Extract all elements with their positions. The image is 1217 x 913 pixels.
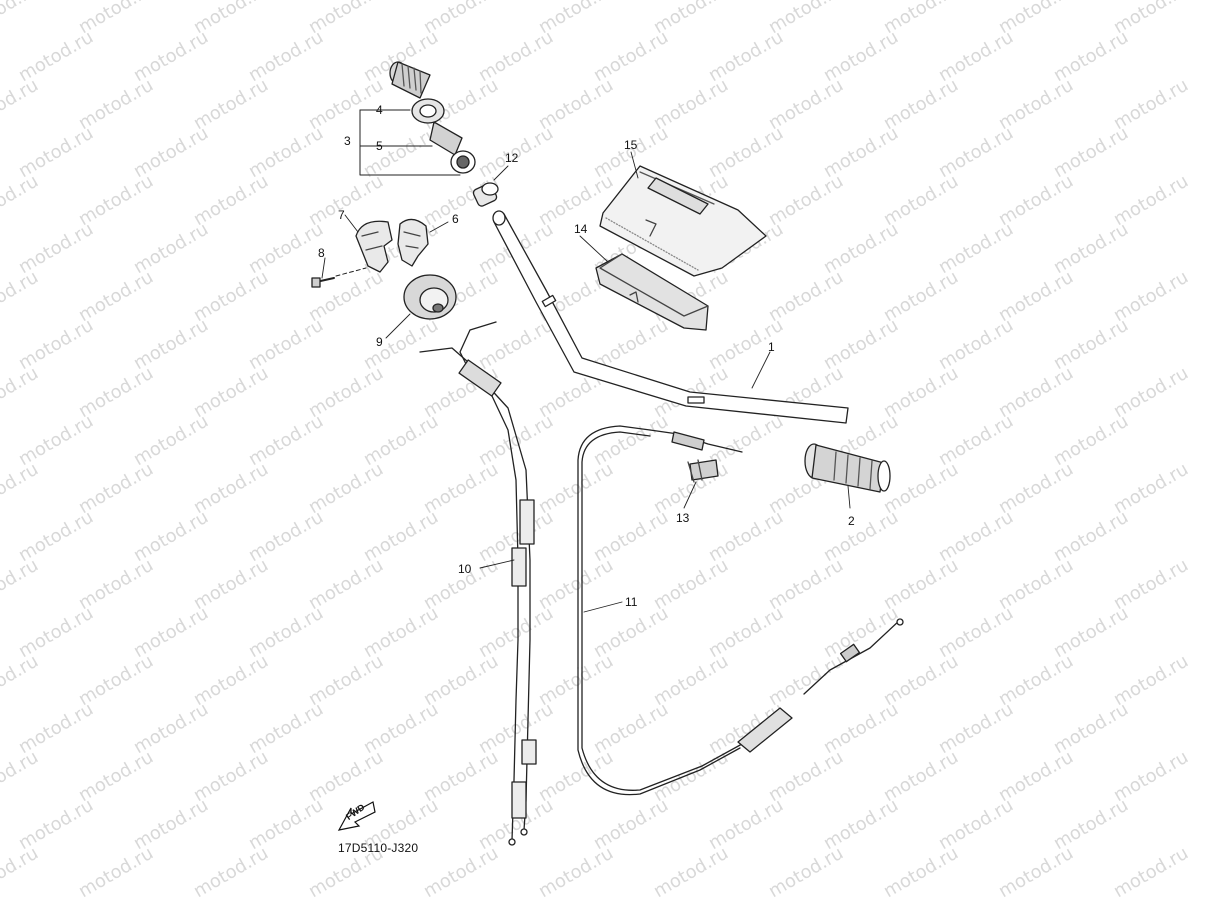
callout-15: 15	[624, 138, 638, 152]
callout-8: 8	[318, 246, 325, 260]
handlebar-pad-part-14	[595, 253, 709, 331]
leader-lines	[321, 109, 851, 613]
adjuster-part-13	[687, 459, 719, 483]
callout-7: 7	[338, 208, 345, 222]
screw-part-8	[311, 267, 367, 288]
forward-arrow-icon	[337, 801, 376, 831]
handlebar-part-1	[492, 210, 849, 424]
callout-5: 5	[376, 139, 383, 153]
grip-part-2	[804, 443, 891, 493]
collar-part-12	[472, 182, 499, 207]
callout-10: 10	[458, 562, 472, 576]
callout-12: 12	[505, 151, 519, 165]
throttle-housing-halves	[355, 218, 429, 273]
clutch-cable-part-11	[577, 425, 904, 796]
handlebar-pad-cover-part-15	[599, 165, 767, 277]
diagram-code: 17D5110-J320	[338, 841, 419, 855]
throttle-grip-assembly	[389, 61, 476, 174]
callout-11: 11	[625, 595, 638, 609]
callout-2: 2	[848, 514, 855, 528]
callout-4: 4	[376, 103, 383, 117]
throttle-cables-part-10	[419, 321, 537, 846]
callout-14: 14	[574, 222, 588, 236]
callout-1: 1	[768, 340, 775, 354]
cable-guide-part-9	[403, 274, 457, 320]
callout-13: 13	[676, 511, 690, 525]
callout-3: 3	[344, 134, 351, 148]
callout-9: 9	[376, 335, 383, 349]
callout-6: 6	[452, 212, 459, 226]
